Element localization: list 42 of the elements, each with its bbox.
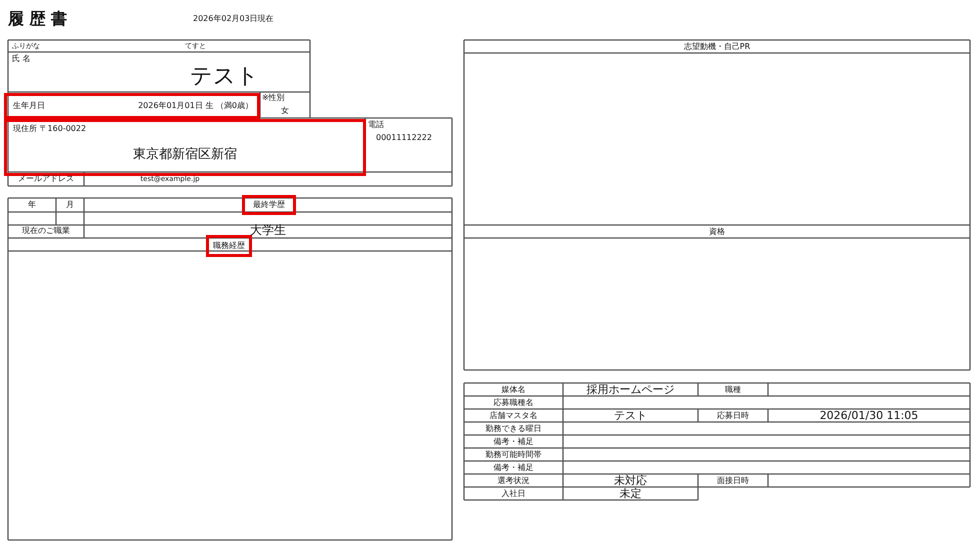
field-label: 勤務できる曜日 <box>486 424 542 434</box>
highlight-box <box>4 93 260 119</box>
field-label: 入社日 <box>502 490 526 498</box>
field-label: 職種 <box>725 386 741 394</box>
field-label: 備考・補足 <box>494 464 534 472</box>
field-value: 未対応 <box>614 474 647 488</box>
field-label: 媒体名 <box>502 386 526 394</box>
field-label: 面接日時 <box>717 476 749 486</box>
field-value: テスト <box>614 410 647 422</box>
section-header: 志望動機・自己PR <box>684 42 750 52</box>
field-label: 生年月日 <box>13 102 45 110</box>
field-value: 00011112222 <box>376 134 432 142</box>
field-label: ※性別 <box>262 94 285 103</box>
field-value: 採用ホームページ <box>586 384 674 396</box>
field-label: 店舗マスタ名 <box>490 412 538 420</box>
field-value: 2026年01月01日 生 （満0歳） <box>138 102 253 110</box>
form-title: 履 歴 書 <box>8 10 68 28</box>
section-header: 資格 <box>709 228 725 236</box>
field-label: 勤務可能時間帯 <box>486 450 542 460</box>
field-label: 現住所 〒160-0022 <box>13 124 86 134</box>
column-header: 月 <box>66 201 74 210</box>
date-text: 2026年02月03日現在 <box>193 14 274 24</box>
field-label: 氏 名 <box>12 55 31 64</box>
name-text: テスト <box>190 65 259 90</box>
field-value: 大学生 <box>250 224 286 238</box>
field-value: 未定 <box>620 488 642 500</box>
field-label: 電話 <box>368 121 384 130</box>
field-label: 備考・補足 <box>494 438 534 446</box>
field-value: 2026/01/30 11:05 <box>820 410 918 422</box>
field-label: 選考状況 <box>498 476 530 486</box>
field-label: 職務経歴 <box>213 242 245 250</box>
highlight-box <box>4 119 366 176</box>
column-header: 年 <box>28 201 36 210</box>
field-label: 応募日時 <box>717 412 749 420</box>
field-value: 女 <box>281 106 289 116</box>
field-label: 応募職種名 <box>494 398 534 408</box>
field-label: 最終学歴 <box>253 200 285 210</box>
field-value: 東京都新宿区新宿 <box>133 148 237 162</box>
highlight-box <box>206 235 252 257</box>
field-label: メールアドレス <box>18 175 74 184</box>
field-label: 現在のご職業 <box>22 227 70 236</box>
highlight-box <box>242 195 296 215</box>
